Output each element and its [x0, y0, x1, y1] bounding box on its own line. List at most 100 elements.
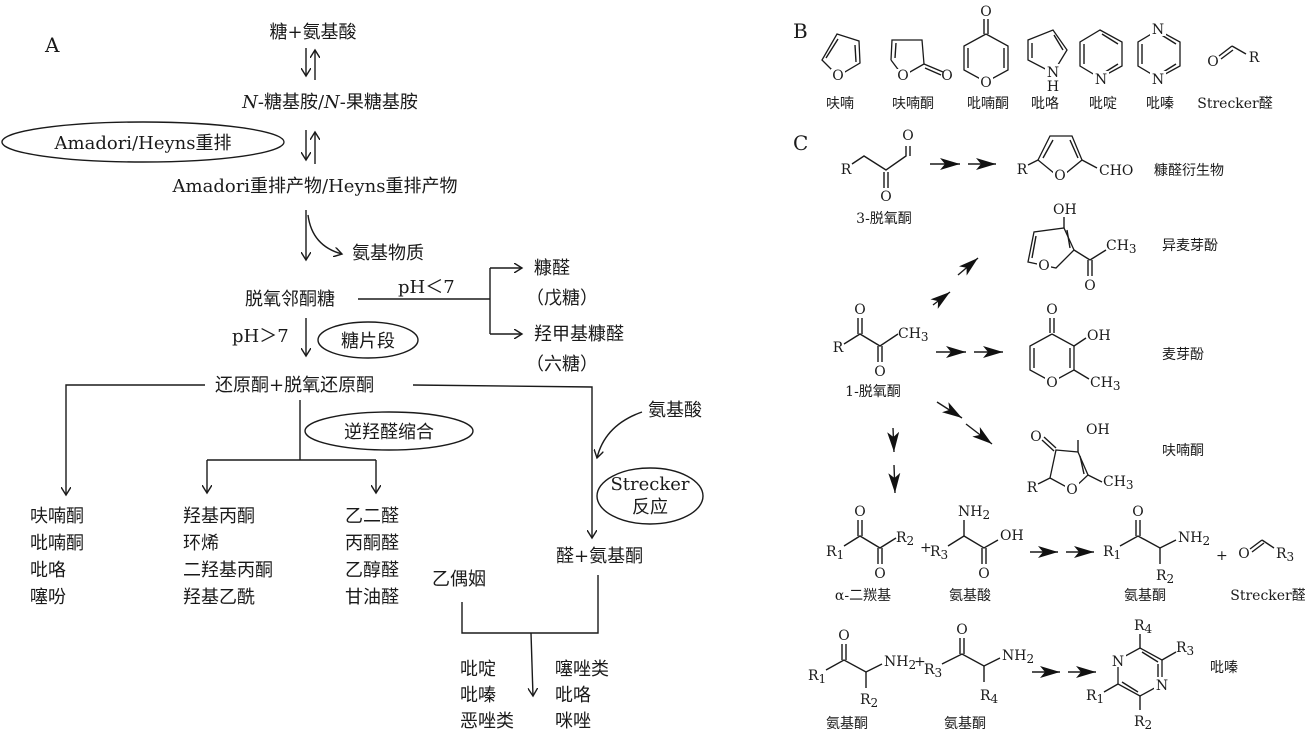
svg-text:R: R	[1027, 480, 1038, 496]
label-1-deoxyosone: 1-脱氧酮	[845, 384, 901, 400]
sugar-fragment-label: 糖片段	[341, 331, 395, 352]
list-item: 环烯	[183, 533, 219, 554]
strecker-label-1: Strecker	[610, 474, 689, 495]
label-amino-acid: 氨基酸	[949, 587, 991, 604]
svg-text:N: N	[1047, 65, 1059, 81]
retro-aldol-ellipse	[304, 411, 474, 451]
structure-label: Strecker醛	[1197, 96, 1273, 112]
structure-label: 吡嗪	[1146, 96, 1174, 112]
svg-text:O: O	[1084, 278, 1095, 294]
bold-arrow	[887, 427, 900, 453]
svg-text:O: O	[902, 128, 913, 144]
list-item: 二羟基丙酮	[183, 560, 273, 581]
ch3-group: CH3	[1103, 474, 1134, 492]
ch3-group: CH3	[898, 326, 929, 344]
label-3-deoxyosone: 3-脱氧酮	[856, 211, 912, 227]
left-product-list: 呋喃酮 吡喃酮 吡咯 噻吩	[30, 506, 84, 608]
panel-a: A 糖+氨基酸 N-糖基胺/N-果糖基胺 Amadori/Heyns重排 Ama…	[1, 22, 704, 732]
svg-text:N: N	[1095, 72, 1107, 88]
r3-group: R3	[924, 662, 942, 680]
r3-group: R3	[930, 544, 948, 562]
r4-group: R4	[1134, 618, 1153, 636]
ch3-group: CH3	[1106, 238, 1137, 256]
alpha-dicarbonyl-structure: R1 O O R2	[826, 504, 914, 582]
retro-aldol-label: 逆羟醛缩合	[344, 422, 434, 443]
furanone-c-structure: O OH O CH3 R	[1027, 422, 1134, 498]
node-hmf: 羟甲基糠醛	[534, 323, 624, 345]
svg-text:R: R	[1249, 50, 1260, 66]
pyridine-structure-icon: N	[1079, 29, 1123, 88]
bold-arrow	[965, 423, 993, 445]
list-item: 吡喃酮	[30, 533, 84, 554]
structure-label: 吡咯	[1031, 96, 1059, 112]
svg-text:O: O	[978, 566, 989, 582]
r2-group: R2	[1134, 714, 1152, 732]
svg-text:CHO: CHO	[1099, 163, 1133, 179]
list-item: 噻吩	[30, 587, 66, 608]
svg-text:H: H	[1047, 79, 1059, 95]
maltol-structure: O O OH CH3	[1029, 302, 1121, 393]
svg-text:O: O	[980, 4, 991, 20]
svg-text:OH: OH	[1053, 202, 1077, 218]
svg-text:O: O	[1030, 429, 1041, 445]
list-item: 甘油醛	[345, 587, 399, 608]
svg-text:O: O	[1046, 302, 1057, 318]
heterocycle-merge-line	[461, 575, 599, 634]
isomaltol-structure: OH O CH3 O	[1027, 202, 1137, 294]
amino-acid-structure: R3 NH2 O OH	[930, 504, 1024, 582]
svg-text:O: O	[1038, 258, 1049, 274]
structure-label: 吡啶	[1089, 96, 1117, 112]
r3-group: R3	[1176, 640, 1194, 658]
node-rearrangement-products: Amadori重排产物/Heyns重排产物	[172, 176, 458, 197]
node-amino-release: 氨基物质	[352, 243, 424, 264]
r2-group: R2	[896, 530, 914, 548]
bold-arrow	[957, 257, 979, 276]
equilibrium-arrows-2	[306, 130, 315, 164]
svg-text:O: O	[880, 189, 891, 205]
sugar-fragment-ellipse	[317, 321, 419, 359]
r1-group: R1	[826, 544, 844, 562]
svg-text:O: O	[1207, 54, 1218, 70]
bold-arrow	[936, 401, 963, 419]
svg-text:N: N	[1152, 72, 1164, 88]
plus-sign: +	[920, 540, 932, 556]
svg-text:O: O	[956, 622, 967, 638]
bottom-left-list: 吡啶 吡嗪 恶唑类	[460, 659, 514, 732]
list-item: 吡嗪	[460, 685, 496, 706]
label-aminoketone: 氨基酮	[1124, 587, 1166, 604]
r2-group: R2	[860, 692, 878, 710]
pyrazine-structure-icon: N N	[1137, 22, 1181, 88]
label-alpha-dicarbonyl: α-二羰基	[835, 587, 891, 604]
bottom-right-list: 噻唑类 吡咯 咪唑	[555, 659, 609, 732]
svg-text:O: O	[1132, 504, 1143, 520]
node-furfural-note: （戊糖）	[526, 288, 598, 309]
node-reductones: 还原酮+脱氧还原酮	[215, 375, 374, 396]
strecker-label-2: 反应	[632, 497, 668, 518]
list-item: 呋喃酮	[30, 506, 84, 527]
svg-text:N: N	[1156, 678, 1168, 694]
list-item: 吡咯	[555, 685, 591, 706]
list-item: 羟基丙酮	[183, 506, 255, 527]
svg-text:OH: OH	[1000, 528, 1024, 544]
arrow-to-left-list	[66, 384, 205, 495]
label-furanone: 呋喃酮	[1162, 443, 1204, 459]
panel-c-label: C	[793, 131, 808, 155]
node-sugar-amino-acid: 糖+氨基酸	[269, 22, 356, 43]
pyrazine-c-structure: N N R4 R3 R1 R2	[1086, 618, 1194, 732]
aminoketone-structure: R1 O NH2 R2	[1103, 504, 1210, 586]
structure-label: 吡喃酮	[967, 96, 1009, 112]
label-isomaltol: 异麦芽酚	[1162, 238, 1218, 254]
svg-text:N: N	[1152, 22, 1164, 38]
panel-a-label: A	[44, 33, 60, 57]
list-item: 丙酮醛	[345, 533, 399, 554]
r1-group: R1	[1103, 544, 1121, 562]
list-item: 乙醇醛	[345, 560, 399, 581]
node-glycosylamine: N-糖基胺/N-果糖基胺	[241, 92, 418, 113]
list-item: 羟基乙酰	[183, 587, 255, 608]
r2-group: R2	[1156, 568, 1174, 586]
pyranone-structure-icon: O O	[963, 4, 1009, 91]
svg-text:N: N	[1112, 654, 1124, 670]
svg-text:O: O	[832, 68, 843, 84]
svg-text:O: O	[874, 364, 885, 380]
